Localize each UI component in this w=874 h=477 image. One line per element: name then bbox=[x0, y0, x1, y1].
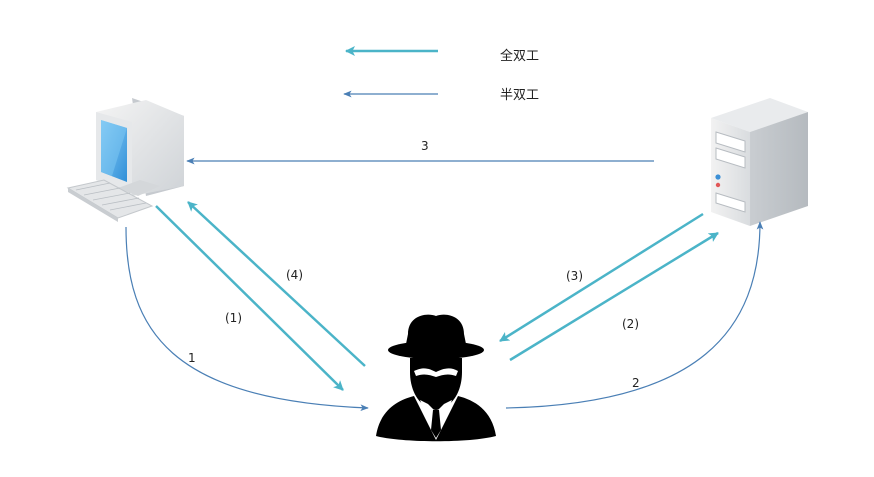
label-1: 1 bbox=[188, 351, 196, 365]
legend-full-duplex-label: 全双工 bbox=[500, 48, 539, 64]
hacker-icon bbox=[376, 314, 496, 442]
curve-2-attacker-to-server bbox=[505, 221, 764, 409]
label-paren-3: (3) bbox=[566, 269, 583, 283]
server-tower-icon bbox=[711, 98, 808, 226]
legend-half-duplex-label: 半双工 bbox=[500, 88, 539, 103]
arrow-paren-1-client-to-attacker bbox=[155, 205, 344, 391]
label-paren-2: (2) bbox=[622, 317, 639, 331]
label-paren-1: (1) bbox=[225, 311, 242, 325]
desktop-computer-icon bbox=[66, 98, 184, 222]
curve-1-client-to-attacker bbox=[125, 226, 369, 412]
label-3: 3 bbox=[421, 139, 429, 153]
legend: 全双工 半双工 bbox=[343, 46, 539, 103]
label-paren-4: (4) bbox=[286, 268, 303, 282]
arrow-paren-3-server-to-attacker bbox=[499, 212, 704, 343]
arrow-paren-4-attacker-to-client bbox=[187, 201, 366, 367]
arrow-paren-2-attacker-to-server bbox=[509, 231, 719, 362]
label-2: 2 bbox=[632, 376, 640, 390]
